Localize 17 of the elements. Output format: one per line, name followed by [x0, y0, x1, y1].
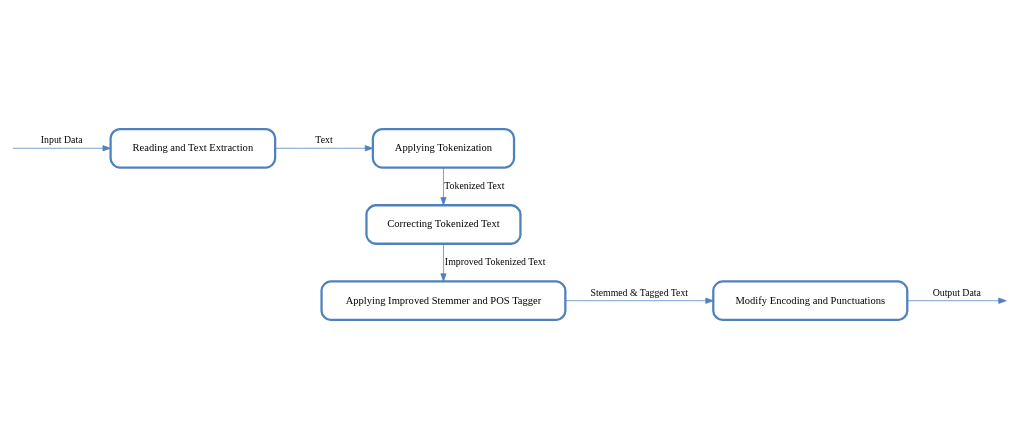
- arrow: [440, 243, 447, 282]
- node-box: Reading and Text Extraction: [109, 127, 277, 169]
- edge-label: Tokenized Text: [444, 179, 505, 191]
- arrow: [440, 166, 447, 205]
- node-box: Modify Encoding and Punctuations: [712, 279, 909, 321]
- node-box: Applying Improved Stemmer and POS Tagger: [320, 279, 567, 321]
- node-box: Applying Tokenization: [371, 127, 516, 169]
- edge-label: Input Data: [40, 133, 83, 145]
- arrow: [12, 144, 111, 151]
- arrow: [907, 297, 1007, 304]
- edge-label: Stemmed & Tagged Text: [590, 286, 689, 298]
- arrow: [274, 144, 374, 151]
- edge-label: Text: [315, 133, 333, 145]
- node-box: Correcting Tokenized Text: [365, 203, 522, 245]
- arrow: [565, 297, 714, 304]
- edge-label: Improved Tokenized Text: [444, 255, 546, 267]
- edge-label: Output Data: [932, 286, 981, 298]
